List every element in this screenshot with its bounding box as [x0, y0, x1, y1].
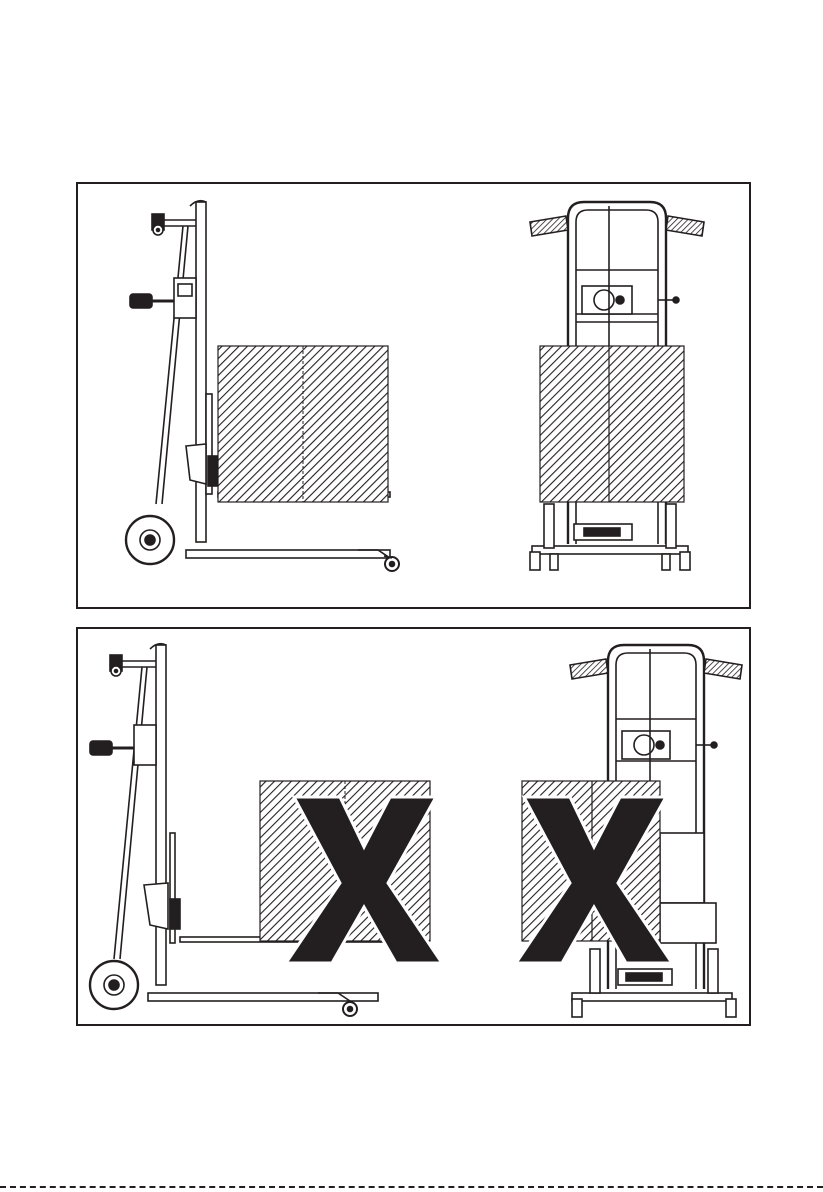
correct-loading-panel: [76, 182, 751, 609]
right-grip-icon: [704, 659, 742, 679]
front-caster-icon: [343, 1002, 357, 1016]
rear-wheel-icon: [126, 516, 174, 564]
crank-handle-icon: [90, 741, 134, 755]
handwheel-knob-icon: [110, 655, 122, 676]
winch-icon: [582, 286, 632, 314]
load-box-front: [540, 346, 684, 502]
rear-wheel-icon: [90, 961, 138, 1009]
winch-icon: [622, 731, 670, 759]
incorrect-loading-illustration: [78, 629, 749, 1024]
right-grip-icon: [666, 216, 704, 236]
correct-loading-illustration: [78, 184, 749, 607]
page-cut-line: [0, 1186, 823, 1188]
left-grip-icon: [570, 659, 608, 679]
left-grip-icon: [530, 216, 568, 236]
crank-handle-icon: [130, 294, 174, 308]
incorrect-loading-panel: [76, 627, 751, 1026]
handwheel-knob-icon: [152, 214, 164, 235]
